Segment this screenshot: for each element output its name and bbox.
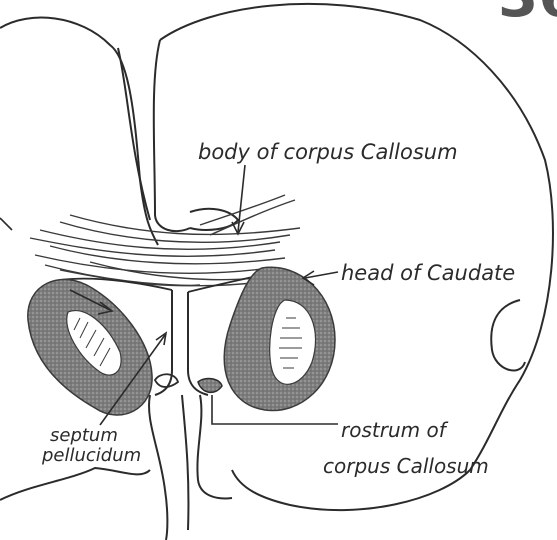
label-rostrum-line2: corpus Callosum [323, 448, 489, 484]
rostrum-left [155, 374, 178, 387]
lower-midline-left [149, 395, 167, 540]
leader-body-corpus-callosum [238, 165, 245, 232]
right-lobe-notch [491, 300, 525, 371]
leader-left-edge [0, 218, 12, 230]
left-hemisphere-outline [0, 18, 158, 245]
label-septum-line1: septum [50, 426, 141, 446]
label-septum-pellucidum: septum pellucidum [42, 426, 141, 466]
arrowhead-septum [156, 333, 166, 345]
label-rostrum-line1: rostrum of [341, 412, 489, 448]
corner-page-number: 36 [498, 0, 557, 30]
lower-inner-curve [182, 395, 188, 530]
right-caudate-head [224, 267, 335, 410]
label-rostrum-of-corpus-callosum: rostrum of corpus Callosum [341, 412, 489, 484]
septum-left-line [155, 290, 172, 395]
right-midline-wall [154, 40, 190, 231]
label-septum-line2: pellucidum [42, 446, 141, 466]
left-midline-wall [118, 48, 150, 220]
rostrum-right [198, 379, 222, 393]
sulcus-right [190, 209, 238, 230]
label-body-of-corpus-callosum: body of corpus Callosum [198, 140, 458, 164]
lower-left-hemisphere [0, 468, 150, 500]
label-head-of-caudate: head of Caudate [341, 261, 515, 285]
lower-midline-right [197, 395, 232, 498]
